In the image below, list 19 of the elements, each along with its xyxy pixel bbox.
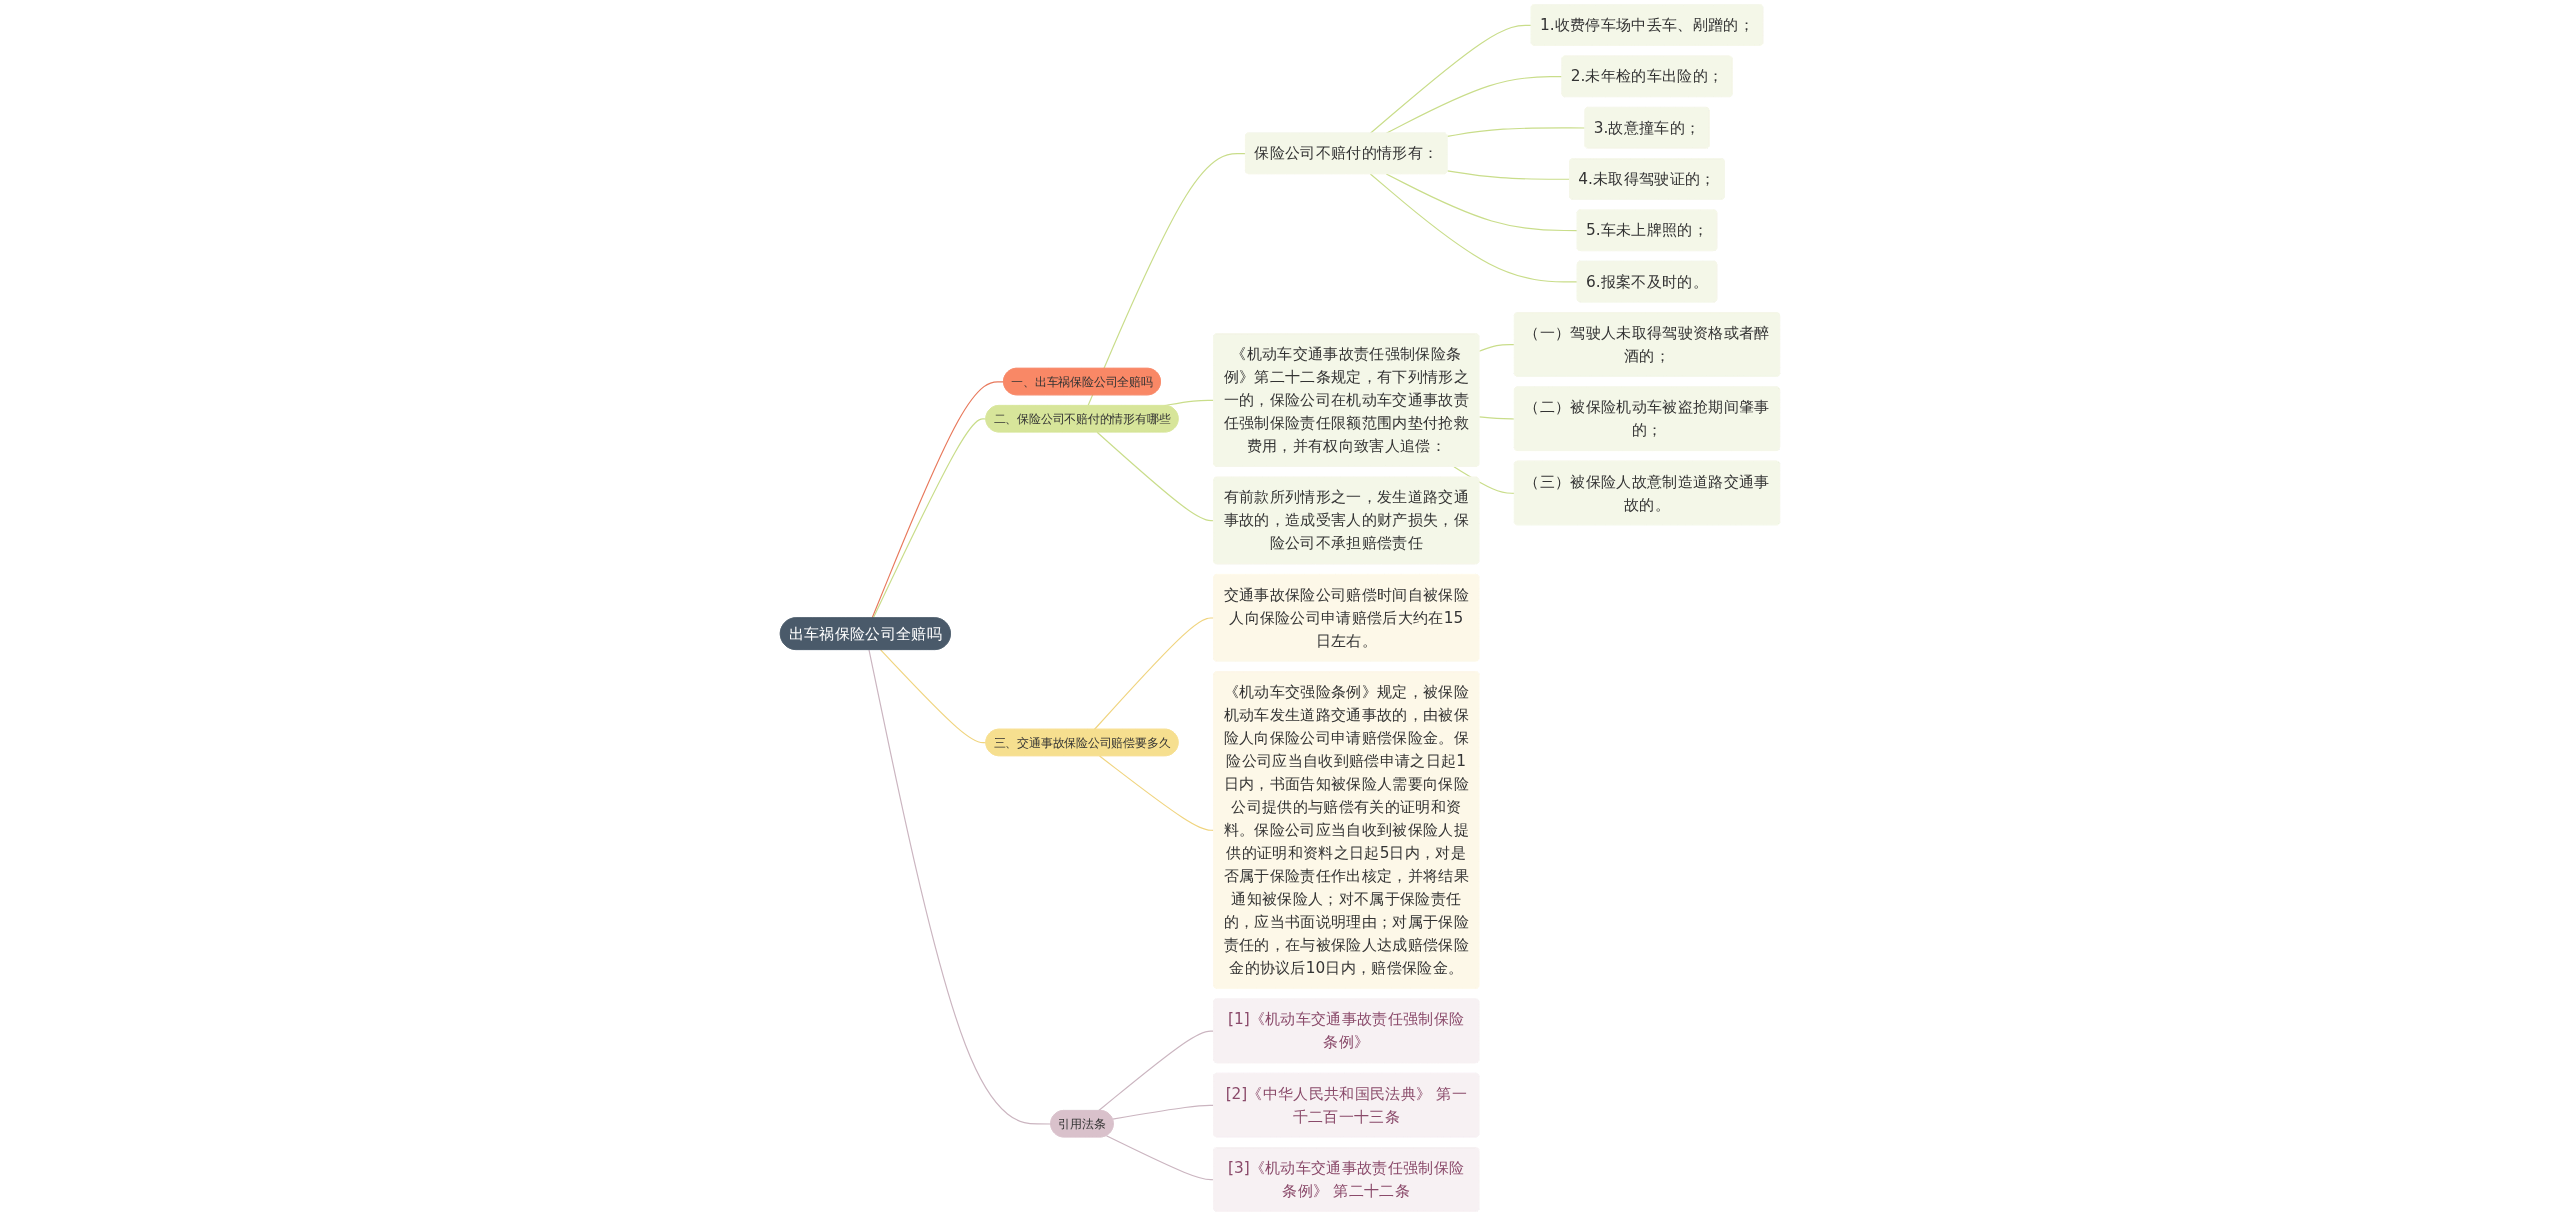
connector xyxy=(880,649,987,744)
connector xyxy=(1446,170,1571,180)
connector xyxy=(1105,1135,1215,1181)
connector xyxy=(1478,416,1516,420)
connector xyxy=(1098,755,1215,831)
connector xyxy=(1453,466,1516,494)
connector xyxy=(1096,431,1215,522)
connector xyxy=(1112,1104,1215,1120)
connector xyxy=(1478,344,1516,352)
connector xyxy=(1093,617,1215,731)
connector xyxy=(872,418,987,619)
connector xyxy=(1369,24,1533,134)
connector xyxy=(1097,1030,1215,1112)
connector xyxy=(1385,173,1579,232)
connector xyxy=(868,649,1052,1125)
connector xyxy=(1087,153,1247,407)
connector xyxy=(1446,127,1586,137)
connector xyxy=(871,381,1005,619)
connector xyxy=(1369,173,1579,283)
